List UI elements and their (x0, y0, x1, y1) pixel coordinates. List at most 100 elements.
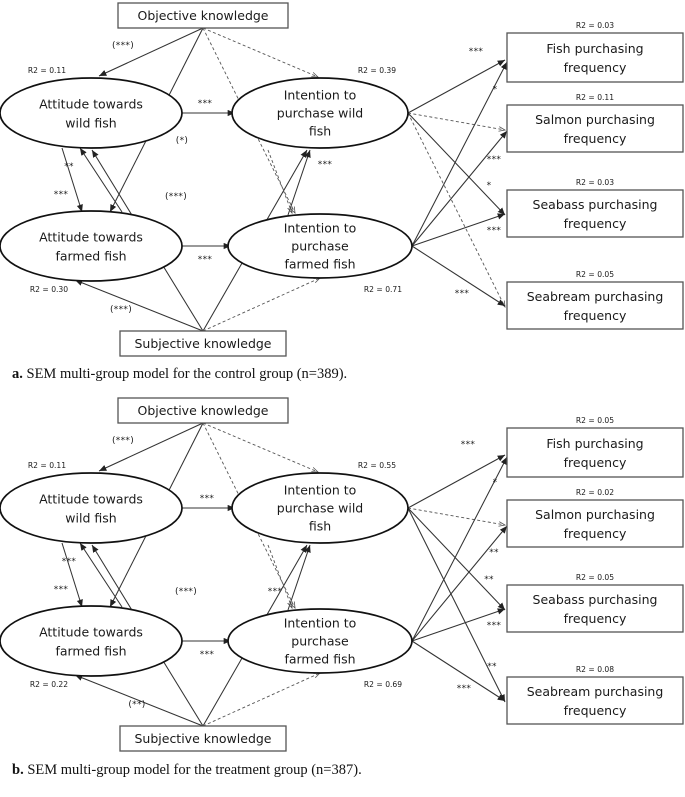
node-subjective-knowledge (119, 330, 287, 357)
node-salmon-purchasing-frequency-label-2: frequency (564, 526, 627, 541)
edge-intention-wild-to-intention-farmed (267, 544, 293, 608)
edge-attitude-wild-to-attitude-farmed (61, 542, 83, 608)
node-intention-wild-fish (231, 472, 409, 544)
node-attitude-farmed-fish (0, 210, 183, 282)
node-intention-wild-fish (231, 77, 409, 149)
node-fish-purchasing-frequency (506, 32, 684, 83)
edge-attitude-wild-to-attitude-farmed (61, 147, 83, 213)
sig-intention-farmed-to-fish: *** (461, 440, 476, 450)
node-salmon-purchasing-frequency-label-1: Salmon purchasing (535, 112, 655, 127)
node-seabass-purchasing-frequency-label-2: frequency (564, 216, 627, 231)
node-intention-wild-fish-label-1: Intention to (284, 483, 357, 498)
r2-attitude-farmed-fish: R2 = 0.30 (30, 285, 68, 294)
sig-intention-farmed-to-intention-wild: *** (318, 160, 333, 170)
r2-seabream-purchasing-frequency: R2 = 0.08 (576, 665, 614, 674)
sig-intention-wild-to-seabass: ** (489, 548, 499, 558)
node-objective-knowledge-label: Objective knowledge (138, 403, 269, 418)
node-attitude-farmed-fish (0, 605, 183, 677)
node-attitude-wild-fish-label-2: wild fish (65, 116, 116, 131)
node-intention-wild-fish-label-3: fish (309, 124, 331, 139)
caption-b-prefix: b. (12, 762, 24, 778)
node-intention-farmed-fish-label-3: farmed fish (284, 257, 355, 272)
node-seabream-purchasing-frequency-label-2: frequency (564, 703, 627, 718)
r2-seabass-purchasing-frequency: R2 = 0.03 (576, 178, 614, 187)
node-fish-purchasing-frequency-label-2: frequency (564, 455, 627, 470)
node-seabream-purchasing-frequency-label-1: Seabream purchasing (527, 684, 664, 699)
node-objective-knowledge (117, 397, 289, 424)
node-intention-wild-fish-label-1: Intention to (284, 88, 357, 103)
edge-intention-wild-to-seabass (407, 507, 506, 611)
sig-attitude-cross-down: *** (54, 190, 69, 200)
node-objective-knowledge (117, 2, 289, 29)
node-fish-purchasing-frequency-label-1: Fish purchasing (546, 436, 643, 451)
edge-attitude-farmed-to-attitude-wild (79, 542, 123, 608)
edge-intention-farmed-to-salmon (411, 130, 508, 247)
node-intention-wild-fish-label-2: purchase wild (277, 106, 363, 121)
node-fish-purchasing-frequency (506, 427, 684, 478)
sig-intention-farmed-to-salmon: ** (484, 575, 494, 585)
edge-objective-to-attitude-wild (98, 27, 204, 77)
r2-seabream-purchasing-frequency: R2 = 0.05 (576, 270, 614, 279)
sig-intention-farmed-to-seabass: *** (487, 226, 502, 236)
sig-intention-wild-to-salmon: * (493, 478, 498, 488)
edge-intention-wild-to-salmon (407, 112, 505, 130)
sig-subjective-to-attitude-farmed: (**) (128, 700, 145, 710)
edge-subjective-to-intention-farmed (202, 278, 320, 332)
sem-panel-treatment: Objective knowledge Subjective knowledge… (0, 392, 685, 754)
sig-attitude-wild-to-intention-wild: *** (200, 494, 215, 504)
edge-intention-wild-to-seabass (407, 112, 506, 216)
node-seabream-purchasing-frequency-label-2: frequency (564, 308, 627, 323)
node-seabream-purchasing-frequency (506, 281, 684, 330)
sig-intention-farmed-to-intention-wild: *** (268, 587, 283, 597)
node-attitude-farmed-fish-label-2: farmed fish (55, 644, 126, 659)
edge-intention-farmed-to-seabream (411, 640, 506, 702)
node-attitude-farmed-fish-label-1: Attitude towards (39, 625, 143, 640)
edge-intention-farmed-to-intention-wild (287, 544, 311, 611)
sig-intention-farmed-to-seabass: *** (487, 621, 502, 631)
sig-attitude-cross-up: *** (62, 557, 77, 567)
r2-attitude-farmed-fish: R2 = 0.22 (30, 680, 68, 689)
r2-salmon-purchasing-frequency: R2 = 0.02 (576, 488, 614, 497)
sig-intention-farmed-to-seabream: *** (455, 289, 470, 299)
sig-intention-farmed-to-fish: *** (469, 47, 484, 57)
edge-objective-to-intention-wild (202, 422, 318, 472)
node-seabream-purchasing-frequency (506, 676, 684, 725)
edge-intention-farmed-to-salmon (411, 525, 508, 642)
edge-intention-wild-to-intention-farmed (267, 149, 293, 213)
r2-attitude-wild-fish: R2 = 0.11 (28, 461, 66, 470)
sem-diagram-control: Objective knowledge Subjective knowledge… (0, 2, 684, 357)
sig-intention-farmed-to-seabream: *** (457, 684, 472, 694)
node-attitude-wild-fish-label-2: wild fish (65, 511, 116, 526)
node-seabream-purchasing-frequency-label-1: Seabream purchasing (527, 289, 664, 304)
node-objective-knowledge-label: Objective knowledge (138, 8, 269, 23)
edge-intention-farmed-to-fish (411, 61, 508, 247)
node-attitude-farmed-fish-label-2: farmed fish (55, 249, 126, 264)
node-attitude-wild-fish-label-1: Attitude towards (39, 97, 143, 112)
node-intention-farmed-fish-label-2: purchase (291, 634, 349, 649)
edge-attitude-farmed-to-attitude-wild (79, 147, 123, 213)
r2-intention-wild-fish: R2 = 0.55 (358, 461, 396, 470)
edge-intention-wild-to-seabream (407, 507, 506, 703)
edge-intention-wild-to-fish (407, 454, 506, 509)
sig-attitude-cross-down: *** (54, 585, 69, 595)
sig-attitude-wild-to-intention-wild: *** (198, 99, 213, 109)
caption-b-text: SEM multi-group model for the treatment … (27, 762, 362, 778)
node-intention-farmed-fish-label-2: purchase (291, 239, 349, 254)
r2-attitude-wild-fish: R2 = 0.11 (28, 66, 66, 75)
edge-intention-farmed-to-intention-wild (287, 149, 311, 216)
r2-fish-purchasing-frequency: R2 = 0.05 (576, 416, 614, 425)
node-salmon-purchasing-frequency (506, 104, 684, 153)
caption-a-text: SEM multi-group model for the control gr… (26, 366, 348, 382)
edge-intention-wild-to-salmon (407, 507, 505, 525)
node-intention-farmed-fish-label-3: farmed fish (284, 652, 355, 667)
r2-salmon-purchasing-frequency: R2 = 0.11 (576, 93, 614, 102)
edge-objective-to-intention-wild (202, 27, 318, 77)
edge-subjective-to-intention-farmed (202, 673, 320, 727)
r2-intention-farmed-fish: R2 = 0.71 (364, 285, 402, 294)
sig-objective-to-attitude-wild: (***) (112, 436, 134, 446)
node-attitude-wild-fish-label-1: Attitude towards (39, 492, 143, 507)
edge-intention-farmed-to-fish (411, 456, 508, 642)
sig-intention-wild-to-seabass: * (487, 181, 492, 191)
node-intention-wild-fish-label-3: fish (309, 519, 331, 534)
sig-attitude-cross-up: ** (64, 162, 74, 172)
